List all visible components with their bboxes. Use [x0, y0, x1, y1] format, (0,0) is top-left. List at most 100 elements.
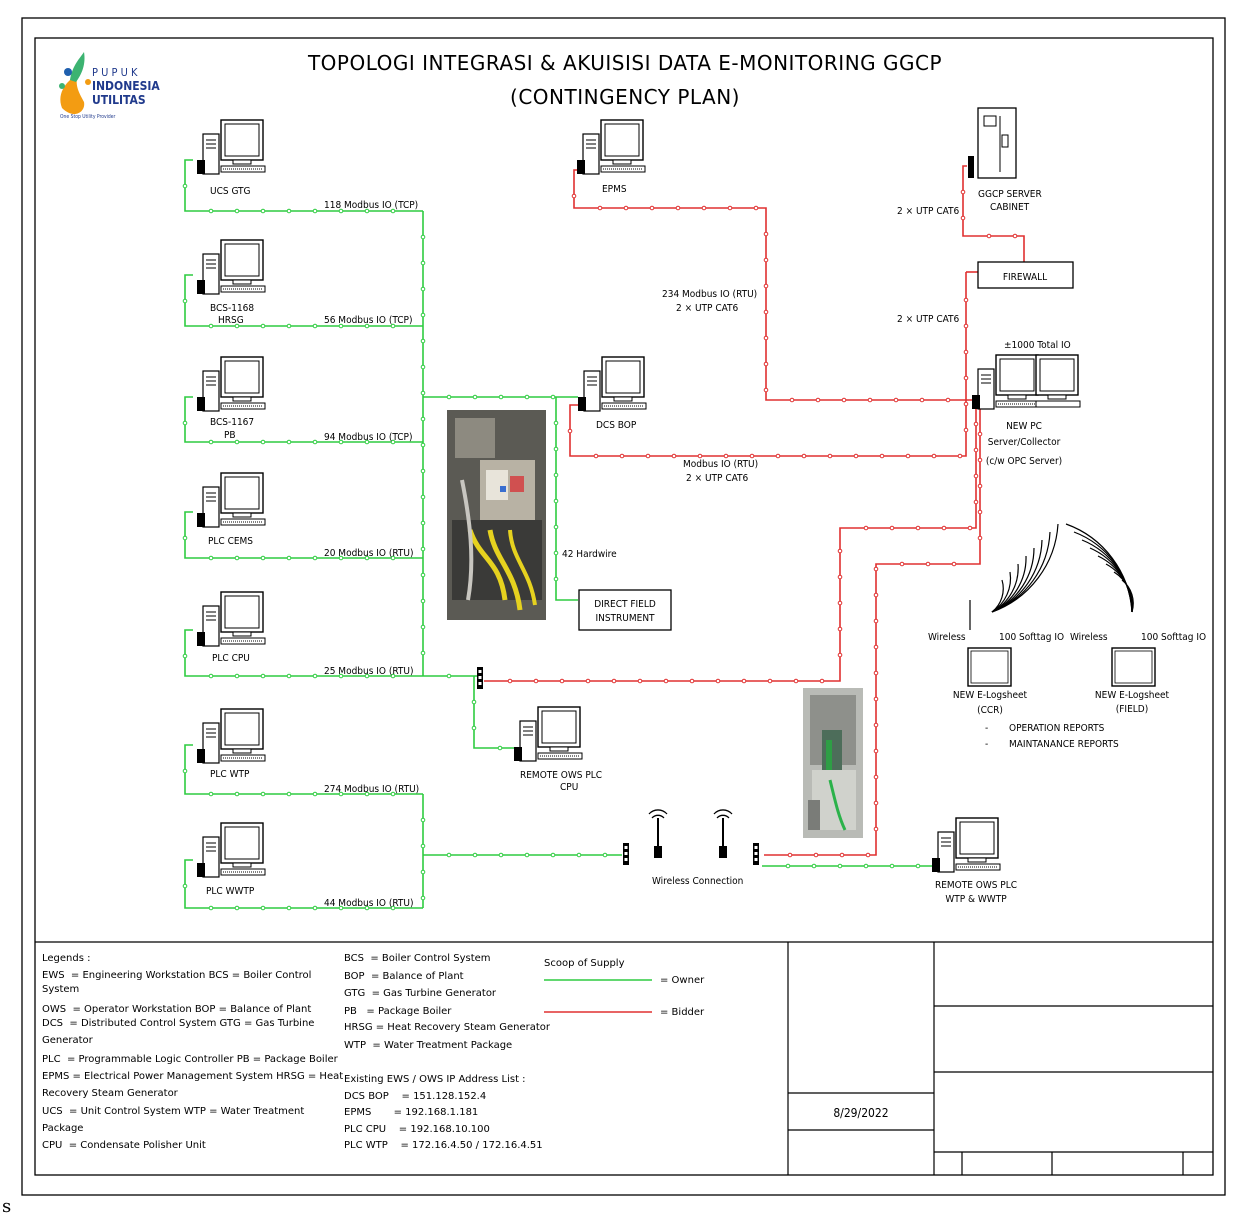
link-label-bcs1168: 56 Modbus IO (TCP): [324, 315, 412, 326]
line-marker: [497, 745, 503, 751]
line-marker: [260, 323, 266, 329]
line-marker: [420, 442, 426, 448]
bcs-1167-label-2: PB: [224, 430, 236, 441]
bidder-line-switch: [484, 406, 977, 682]
line-marker: [364, 439, 370, 445]
cabinet-photo-1: [447, 410, 546, 620]
line-marker: [701, 205, 707, 211]
line-marker: [801, 453, 807, 459]
line-marker: [390, 673, 396, 679]
line-marker: [873, 748, 879, 754]
line-marker: [873, 644, 879, 650]
line-marker: [689, 678, 695, 684]
line-marker: [787, 852, 793, 858]
line-marker: [623, 205, 629, 211]
line-marker: [446, 852, 452, 858]
line-marker: [208, 555, 214, 561]
link-label-firewall: 2 × UTP CAT6: [897, 314, 959, 325]
line-marker: [420, 364, 426, 370]
line-marker: [420, 572, 426, 578]
line-marker: [977, 457, 983, 463]
line-marker: [553, 576, 559, 582]
drawing-date: 8/29/2022: [833, 1106, 888, 1120]
line-marker: [524, 394, 530, 400]
line-marker: [593, 453, 599, 459]
plc-wwtp-label: PLC WWTP: [206, 886, 255, 897]
line-marker: [967, 525, 973, 531]
ucs-gtg-pc: [196, 119, 266, 175]
wireless-label-1: Wireless: [928, 632, 966, 643]
line-marker: [571, 193, 577, 199]
line-marker: [312, 439, 318, 445]
line-marker: [963, 375, 969, 381]
line-marker: [763, 335, 769, 341]
line-marker: [286, 791, 292, 797]
softtag-label-1: 100 Softtag IO: [999, 632, 1064, 643]
line-marker: [260, 555, 266, 561]
line-marker: [364, 791, 370, 797]
line-marker: [763, 283, 769, 289]
line-marker: [260, 905, 266, 911]
line-marker: [338, 555, 344, 561]
switch-right-wireless: [753, 843, 759, 865]
line-marker: [182, 535, 188, 541]
line-marker: [420, 546, 426, 552]
svg-text:-: -: [985, 723, 988, 734]
line-marker: [420, 869, 426, 875]
wireless-waves-field: [1065, 523, 1134, 613]
remote-ows-wtp-label-2: WTP & WWTP: [945, 894, 1007, 905]
line-marker: [260, 208, 266, 214]
legend-column-1: Legends : EWS = Engineering Workstation …: [42, 953, 343, 1151]
plc-cpu-pc: [196, 591, 266, 647]
line-marker: [553, 472, 559, 478]
line-marker: [793, 678, 799, 684]
line-marker: [260, 439, 266, 445]
line-marker: [763, 257, 769, 263]
line-marker: [420, 286, 426, 292]
line-marker: [977, 509, 983, 515]
line-marker: [420, 338, 426, 344]
line-marker: [839, 852, 845, 858]
line-marker: [420, 494, 426, 500]
dcs-bop-pc: [577, 356, 647, 412]
line-marker: [957, 453, 963, 459]
line-marker: [420, 817, 426, 823]
owner-line-cpu: [184, 629, 423, 677]
line-marker: [446, 394, 452, 400]
line-marker: [879, 453, 885, 459]
line-marker: [951, 561, 957, 567]
company-logo: P U P U K INDONESIA UTILITAS One Stop Ut…: [59, 52, 160, 120]
line-marker: [524, 852, 530, 858]
legend-c1-line: UCS = Unit Control System WTP = Water Tr…: [42, 1106, 304, 1117]
legend-c1-line: Package: [42, 1123, 83, 1134]
line-marker: [973, 421, 979, 427]
line-marker: [338, 905, 344, 911]
line-marker: [286, 323, 292, 329]
line-marker: [234, 673, 240, 679]
line-marker: [420, 260, 426, 266]
line-marker: [208, 791, 214, 797]
line-marker: [260, 791, 266, 797]
link-label-dcs-1: Modbus IO (RTU): [683, 459, 758, 470]
line-marker: [931, 453, 937, 459]
epms-label: EPMS: [602, 184, 627, 195]
line-marker: [553, 446, 559, 452]
switch-left-wireless: [623, 843, 629, 865]
line-marker: [208, 323, 214, 329]
line-marker: [837, 863, 843, 869]
line-marker: [446, 673, 452, 679]
link-label-hardwire: 42 Hardwire: [562, 549, 617, 560]
report-item-2: MAINTANANCE REPORTS: [1009, 739, 1119, 750]
line-marker: [182, 768, 188, 774]
line-marker: [260, 673, 266, 679]
line-marker: [727, 205, 733, 211]
new-pc-server-icon: [971, 354, 1081, 410]
line-marker: [390, 208, 396, 214]
link-label-cpu: 25 Modbus IO (RTU): [324, 666, 413, 677]
line-marker: [182, 183, 188, 189]
legend-c1-line: EWS = Engineering Workstation BCS = Boil…: [42, 970, 311, 981]
line-marker: [973, 447, 979, 453]
title-block: [35, 941, 1213, 1175]
line-marker: [208, 439, 214, 445]
firewall-box: [977, 261, 1074, 289]
